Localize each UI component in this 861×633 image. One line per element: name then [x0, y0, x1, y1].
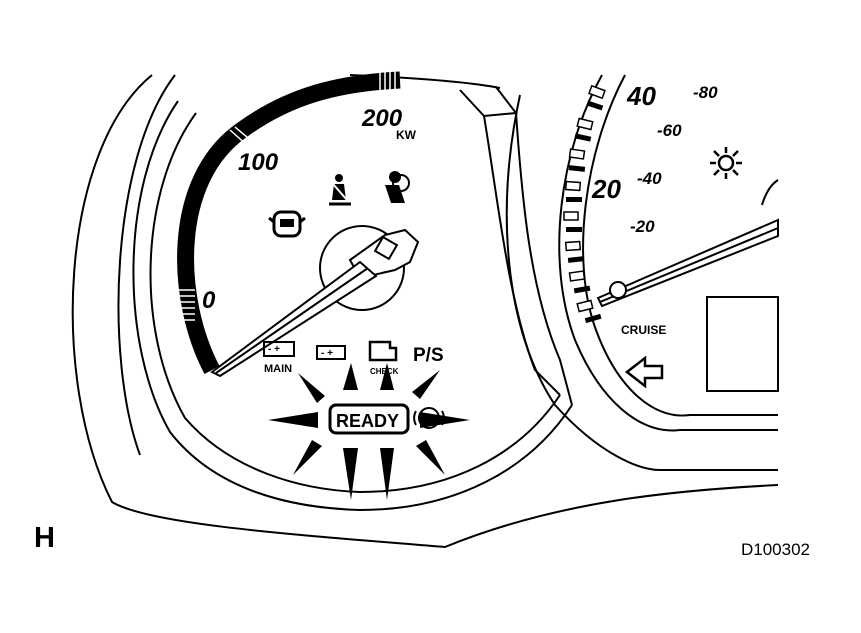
flash-ray: [412, 370, 440, 399]
seatbelt-reminder-icon: [329, 174, 351, 206]
cruise-indicator: CRUISE: [621, 323, 666, 337]
kmh-scale-60: -60: [657, 121, 682, 140]
power-steering-indicator: P/S: [413, 345, 444, 366]
figure-letter: H: [34, 522, 55, 554]
svg-text:- +: - +: [268, 344, 280, 355]
flash-ray: [343, 363, 358, 390]
flash-ray: [268, 412, 318, 428]
flash-rays: [268, 363, 470, 500]
ready-indicator: READY: [328, 403, 410, 435]
charging-battery-icon: - +: [316, 345, 346, 360]
flash-ray: [380, 363, 394, 390]
kmh-scale-40: -40: [637, 169, 662, 188]
power-scale-100: 100: [238, 149, 279, 176]
ready-label: READY: [336, 411, 399, 431]
main-battery-label: MAIN: [264, 363, 292, 375]
power-meter-bezel: [132, 86, 573, 512]
flash-ray: [343, 448, 358, 500]
flash-ray: [380, 448, 394, 500]
kmh-scale-20: -20: [630, 217, 655, 236]
left-turn-arrow-icon: [624, 355, 664, 389]
cluster-housing: [71, 74, 779, 549]
check-engine-icon: CHECK: [368, 340, 399, 376]
power-scale-0: 0: [202, 287, 216, 314]
mph-scale-20: 20: [591, 174, 621, 204]
power-meter-scale: 0 100 200 KW: [202, 105, 417, 314]
flash-ray: [298, 373, 325, 403]
flash-ray: [416, 440, 445, 475]
speedometer-scale: 20 40 -20 -40 -60 -80: [591, 81, 718, 236]
figure-code: D100302: [741, 540, 811, 559]
svg-text:- +: - +: [321, 348, 333, 359]
airbag-icon: [385, 171, 410, 203]
power-scale-200: 200: [361, 105, 403, 132]
flash-ray: [293, 440, 322, 475]
cruise-label: CRUISE: [621, 323, 666, 337]
power-meter-ticks: [172, 70, 396, 321]
speedometer-bezel: [505, 74, 779, 471]
main-battery-icon: - + MAIN: [263, 341, 295, 375]
check-engine-label: CHECK: [370, 367, 399, 376]
headlight-high-beam-icon: [710, 147, 742, 179]
power-unit-label: KW: [396, 128, 417, 142]
power-steering-label: P/S: [413, 345, 444, 366]
info-display: [706, 296, 779, 392]
power-meter-needle: [210, 260, 378, 378]
mph-scale-40: 40: [626, 81, 656, 111]
speedometer-dark-ticks: [566, 100, 604, 324]
speedometer-needle: [596, 218, 779, 308]
kmh-scale-80: -80: [693, 83, 718, 102]
door-ajar-icon: [268, 210, 306, 238]
flash-ray: [420, 412, 470, 428]
speedometer-ticks: [563, 84, 606, 313]
